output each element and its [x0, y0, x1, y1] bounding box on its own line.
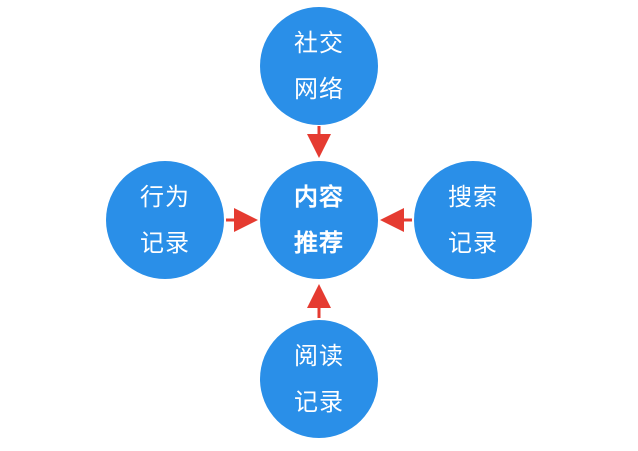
node-behavior-record-line1: 行为	[140, 183, 190, 211]
node-search-record-line1: 搜索	[448, 183, 498, 211]
node-reading-record-line2: 记录	[294, 388, 344, 416]
node-reading-record: 阅读 记录	[260, 320, 378, 438]
node-behavior-record-line2: 记录	[140, 229, 190, 257]
node-reading-record-line1: 阅读	[294, 342, 344, 370]
node-social-network-line1: 社交	[294, 29, 344, 57]
node-search-record-line2: 记录	[448, 229, 498, 257]
node-search-record: 搜索 记录	[414, 161, 532, 279]
node-behavior-record: 行为 记录	[106, 161, 224, 279]
node-social-network-line2: 网络	[294, 75, 344, 103]
node-content-recommendation-line2: 推荐	[294, 229, 344, 257]
node-content-recommendation-line1: 内容	[294, 183, 344, 211]
node-content-recommendation: 内容 推荐	[260, 161, 378, 279]
node-social-network: 社交 网络	[260, 7, 378, 125]
